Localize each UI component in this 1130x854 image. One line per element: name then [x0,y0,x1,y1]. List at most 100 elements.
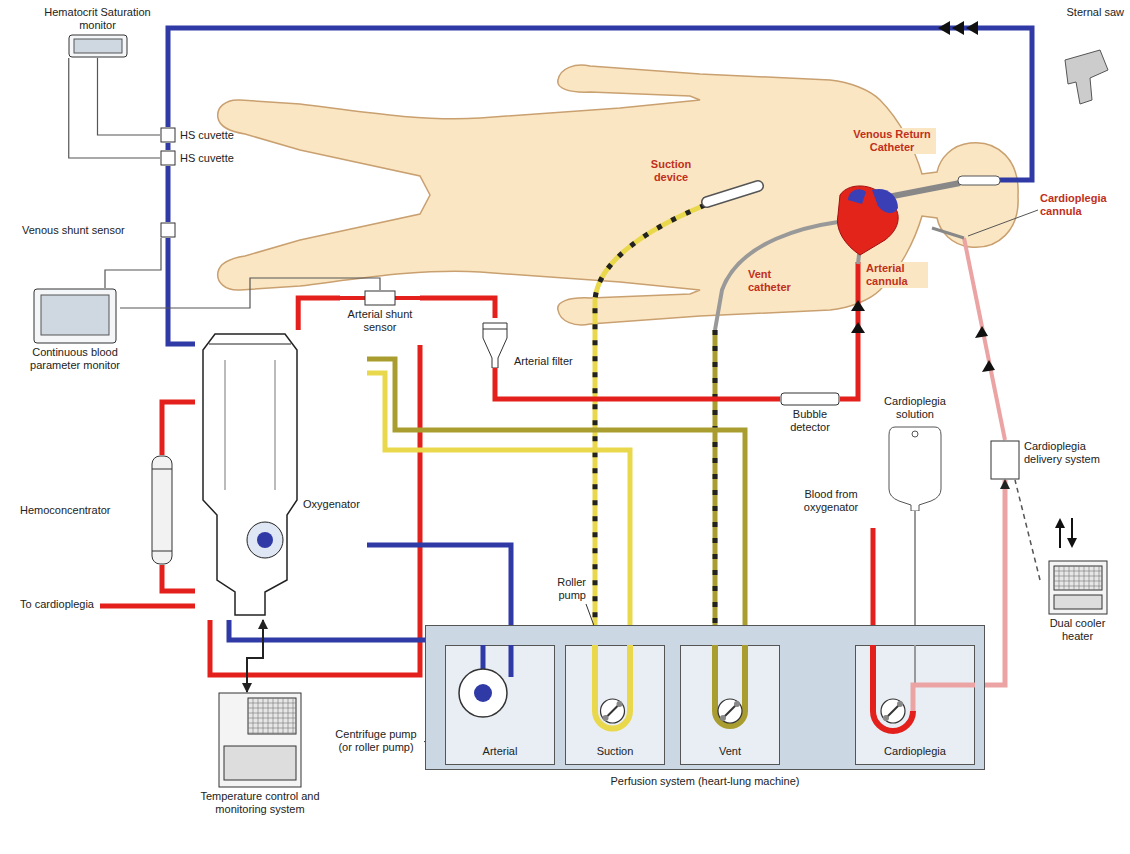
roller [603,715,609,721]
device-label: Arterial filter [514,355,573,368]
pump-tube [595,645,630,729]
tube-connector [367,359,745,645]
mesh-stroke [283,698,284,734]
mesh-window [248,698,296,734]
flow-arrow [952,21,964,35]
tube-connector [120,278,380,308]
roller-head [718,699,742,723]
oxygenator-housing [203,334,297,615]
device-label: Arterial [445,745,555,758]
mesh-stroke [248,728,296,729]
monitor-unit-shape [33,288,117,344]
device-label: Cardioplegia solution [870,395,960,421]
shunt-sensor: Arterial shunt sensor [340,290,420,334]
tube-connector [166,166,171,222]
mesh-stroke [273,698,274,734]
tube-connector [69,58,160,158]
oxygenator: Oxygenator [195,330,367,620]
venous-catheter [958,176,1000,185]
mesh-stroke [263,698,264,734]
tube-connector [105,238,161,288]
unit-panel [1054,595,1102,609]
mesh-stroke [1054,576,1102,577]
device-label: HS cuvette [180,129,234,142]
pump-bay: Cardioplegia [855,645,975,765]
mesh-stroke [248,713,296,714]
tube-connector [168,238,195,344]
patient-body [218,65,1018,325]
cardioplegia-cannula [932,228,964,238]
pump-bay-outline [681,646,780,765]
part-label: Roller pump [528,576,586,602]
heart-vessel [848,189,866,204]
device-label: Arterial shunt sensor [340,308,420,334]
mesh-stroke [1054,571,1102,572]
pump-tube [873,645,913,731]
tube-connector [367,373,630,645]
tool-label: Sternal saw [1058,6,1124,19]
leader-line [968,210,1038,236]
sensor-box [991,441,1019,479]
suction-device [707,186,758,202]
bubble-detector: Bubble detector [780,392,840,434]
roller-head [881,699,905,723]
device-label: Perfusion system (heart-lung machine) [425,775,985,788]
suction-device-body [707,186,758,202]
device-label: Cardioplegia [855,745,975,758]
sensor-box [365,291,395,305]
mesh-stroke [293,698,294,734]
delivery-unit-shape [990,440,1020,480]
filter-unit: Arterial filter [480,318,580,368]
cardioplegia-outlet [100,604,195,609]
mesh-stroke [1054,586,1102,587]
flow-arrow [982,360,995,372]
monitor-case [69,35,127,57]
filter-unit-shape [480,318,510,368]
cuvette: HS cuvette [160,127,240,143]
mesh-stroke [1054,581,1102,582]
part-label: Cardioplegia cannula [1040,192,1124,218]
housing-rib [224,360,226,490]
solution-bag: Cardioplegia solution [870,395,960,511]
solution-line [914,645,916,685]
hang-hole [912,431,918,437]
pump-hub [474,684,492,702]
mesh-window [1054,566,1102,590]
monitor-unit: Continuous blood parameter monitor [30,288,120,372]
sternal-saw [1065,50,1108,104]
monitor-screen [74,39,122,53]
mesh-stroke [248,733,296,734]
mesh-stroke [248,723,296,724]
pump-bay: Suction [565,645,665,765]
monitor-case [34,289,116,343]
mesh-stroke [258,698,259,734]
delivery-unit: Cardioplegia delivery system [990,440,1115,480]
console-panel [426,626,985,770]
solution-bag-outline [889,427,941,511]
device-label: HS cuvette [180,152,234,165]
tube-connector [98,58,161,135]
cardioplegia-line [964,238,1005,440]
pump-bay: Arterial [445,645,555,765]
mesh-stroke [1088,566,1089,590]
catheter-tube [888,183,960,197]
device-label: Hematocrit Saturation monitor [40,6,155,32]
housing-cap [209,344,291,345]
flow-arrow [851,300,865,311]
oxygenator-shape [195,330,305,620]
device-label: Suction [565,745,665,758]
pump-bay-outline [856,646,975,765]
pump-tube [715,645,745,726]
bubble-detector-shape [780,392,840,406]
filter-body [483,323,507,368]
tube-connector [914,511,916,645]
pump-console: Perfusion system (heart-lung machine) Art… [425,625,985,800]
flow-arrow [1055,518,1065,528]
flow-arrow [966,21,978,35]
device-label: Vent [680,745,780,758]
tube-connector [247,620,263,692]
roller [734,701,740,707]
line-label: To cardioplegia [20,598,100,611]
monitor-unit-shape [68,34,128,58]
sensor-box [161,128,175,142]
